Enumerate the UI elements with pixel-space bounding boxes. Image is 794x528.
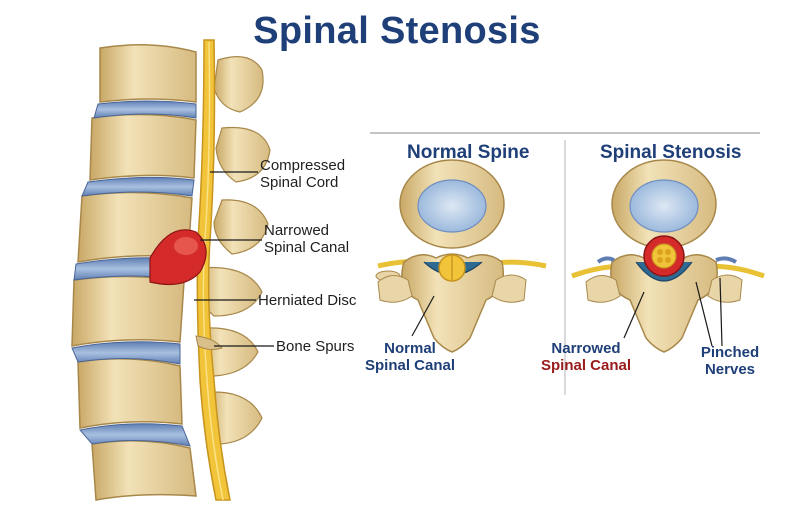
left-leader-lines: [194, 171, 274, 347]
stenosis-leader-lines: [623, 277, 723, 347]
label-line: Spinal Canal: [264, 239, 350, 256]
caption-line: Narrowed: [551, 340, 621, 357]
stenosis-vertebra: [571, 159, 765, 353]
caption-line: Normal: [384, 340, 436, 357]
caption-line: Spinal Canal: [364, 357, 456, 374]
heading-normal-spine: Normal Spine: [407, 142, 530, 163]
label-line: Compressed: [260, 157, 346, 174]
spinal-cord: [196, 39, 231, 501]
lateral-spine: [71, 39, 271, 501]
label-compressed-spinal-cord: Compressed Spinal Cord: [260, 157, 345, 191]
heading-spinal-stenosis: Spinal Stenosis: [600, 142, 742, 163]
caption-pinched-nerves: Pinched Nerves: [690, 344, 770, 378]
posterior-processes: [197, 56, 271, 445]
normal-vertebra: [375, 159, 547, 353]
caption-normal-spinal-canal: Normal Spinal Canal: [360, 340, 460, 374]
caption-line: Nerves: [704, 361, 756, 378]
label-narrowed-spinal-canal: Narrowed Spinal Canal: [264, 222, 349, 256]
label-bone-spurs: Bone Spurs: [276, 338, 355, 355]
label-line: Spinal Cord: [260, 174, 339, 191]
caption-line: Pinched: [700, 344, 760, 361]
caption-line: Spinal Canal: [540, 357, 632, 374]
label-line: Narrowed: [264, 222, 330, 239]
page-title: Spinal Stenosis: [253, 10, 541, 52]
label-herniated-disc: Herniated Disc: [258, 292, 357, 309]
caption-narrowed-spinal-canal: Narrowed Spinal Canal: [536, 340, 636, 374]
